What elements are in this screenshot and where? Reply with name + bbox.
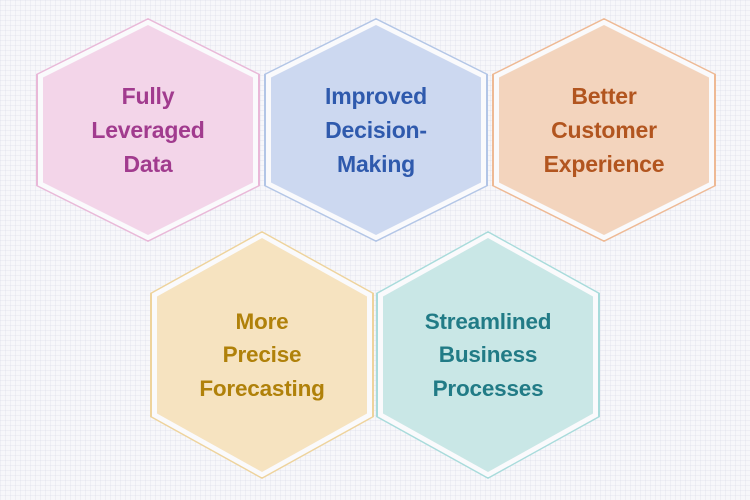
hex-fill: Better Customer Experience — [499, 25, 709, 235]
hex-label-improved-decision-making: Improved Decision- Making — [325, 82, 427, 178]
hex-cell-better-customer-experience[interactable]: Better Customer Experience — [492, 18, 716, 242]
hex-fill: Fully Leveraged Data — [43, 25, 253, 235]
hex-fill: More Precise Forecasting — [157, 238, 367, 472]
hex-label-fully-leveraged-data: Fully Leveraged Data — [91, 82, 205, 178]
hex-cell-fully-leveraged-data[interactable]: Fully Leveraged Data — [36, 18, 260, 242]
hex-fill: Improved Decision- Making — [271, 25, 481, 235]
hex-cell-more-precise-forecasting[interactable]: More Precise Forecasting — [150, 231, 374, 479]
hex-label-better-customer-experience: Better Customer Experience — [543, 82, 665, 178]
hex-label-streamlined-business-processes: Streamlined Business Processes — [424, 309, 552, 401]
hex-cell-improved-decision-making[interactable]: Improved Decision- Making — [264, 18, 488, 242]
hex-cell-streamlined-business-processes[interactable]: Streamlined Business Processes — [376, 231, 600, 479]
hex-fill: Streamlined Business Processes — [383, 238, 593, 472]
hex-label-more-precise-forecasting: More Precise Forecasting — [199, 309, 325, 401]
